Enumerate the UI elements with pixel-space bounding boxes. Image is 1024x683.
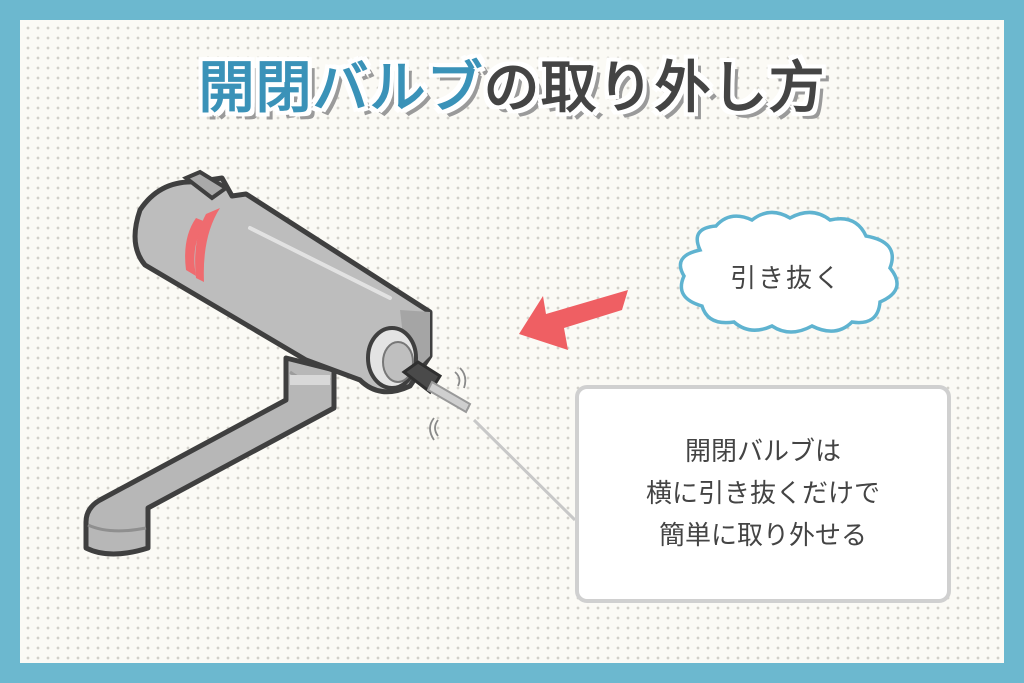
page-title: 開閉バルブの取り外し方 [0, 43, 1024, 124]
title-rest: の取り外し方 [483, 56, 826, 121]
callout-pointer-line [472, 418, 577, 522]
valve-cartridge [401, 360, 472, 414]
faucet-spout [83, 355, 337, 557]
cloud-bubble [678, 210, 899, 334]
title-accent: 開閉バルブ [198, 56, 484, 121]
note-line: 簡単に取り外せる [658, 521, 867, 551]
motion-lines-icon [429, 367, 467, 441]
cloud-label: 引き抜く [729, 264, 842, 294]
note-line: 横に引き抜くだけで [645, 479, 880, 509]
note-line: 開閉バルブは [684, 437, 841, 467]
explanation-note: 開閉バルブは 横に引き抜くだけで 簡単に取り外せる [575, 385, 951, 603]
canvas [20, 20, 1004, 663]
faucet-body [132, 169, 433, 395]
pull-direction-arrow-icon [519, 290, 628, 350]
